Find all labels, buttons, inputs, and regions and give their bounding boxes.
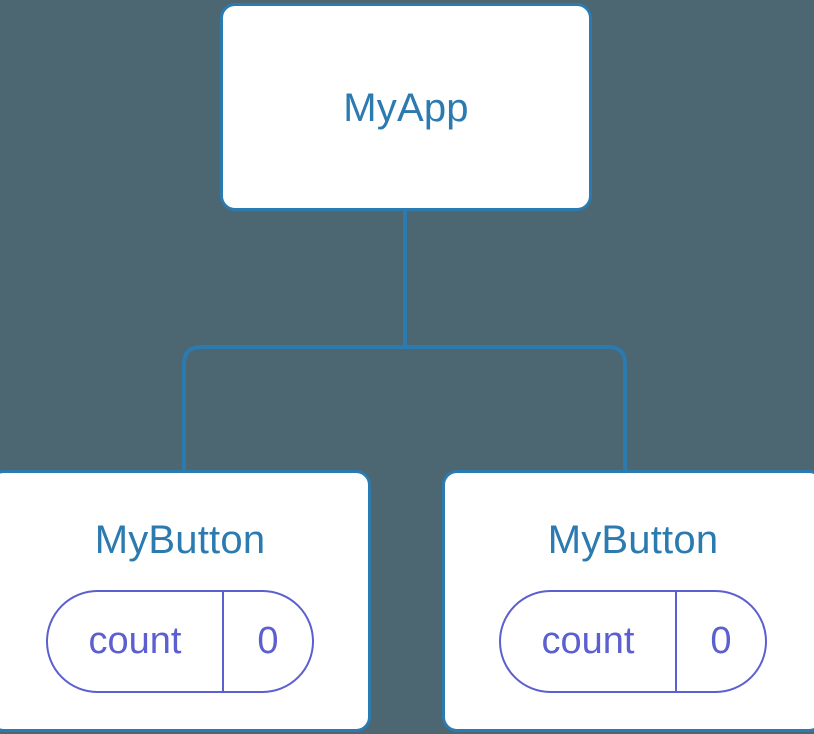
state-value: 0 (224, 592, 312, 691)
node-myapp[interactable]: MyApp (220, 3, 592, 211)
node-mybutton-1[interactable]: MyButton count 0 (442, 470, 814, 732)
node-mybutton-0[interactable]: MyButton count 0 (0, 470, 371, 732)
edge-to-child-1 (405, 345, 627, 472)
edge-to-child-0 (182, 345, 405, 472)
node-title: MyButton (547, 518, 719, 562)
state-value: 0 (677, 592, 765, 691)
node-title: MyButton (94, 518, 266, 562)
state-pill[interactable]: count 0 (499, 590, 767, 693)
state-pill[interactable]: count 0 (46, 590, 314, 693)
state-key-label: count (88, 619, 182, 662)
state-key-label: count (541, 619, 635, 662)
state-key: count (48, 592, 224, 691)
state-value-label: 0 (257, 619, 279, 662)
state-key: count (501, 592, 677, 691)
state-value-label: 0 (710, 619, 732, 662)
node-title: MyApp (343, 86, 469, 130)
